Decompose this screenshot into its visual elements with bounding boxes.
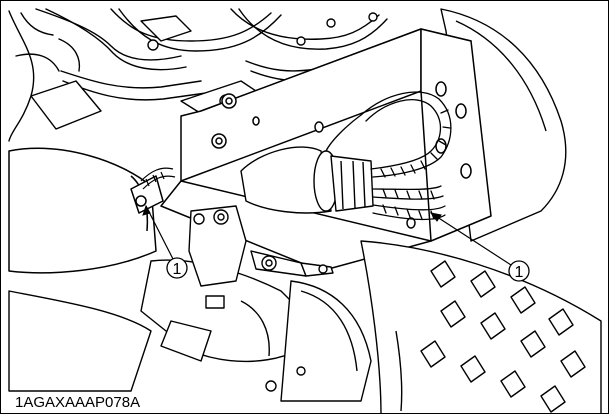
motor-body	[241, 147, 373, 213]
left-drive-tube	[9, 148, 163, 272]
lower-linkage	[9, 206, 371, 401]
figure-caption: 1AGAXAAAP078A	[14, 393, 144, 413]
callout-right-circle	[509, 261, 529, 281]
braided-hoses	[326, 92, 451, 219]
tire	[361, 241, 601, 413]
callout-left: 1	[143, 206, 187, 278]
callout-left-circle	[167, 258, 187, 278]
callout-right: 1	[431, 213, 529, 281]
callout-right-label: 1	[515, 264, 524, 281]
callout-left-label: 1	[173, 261, 182, 278]
left-hose-fitting	[141, 168, 175, 189]
